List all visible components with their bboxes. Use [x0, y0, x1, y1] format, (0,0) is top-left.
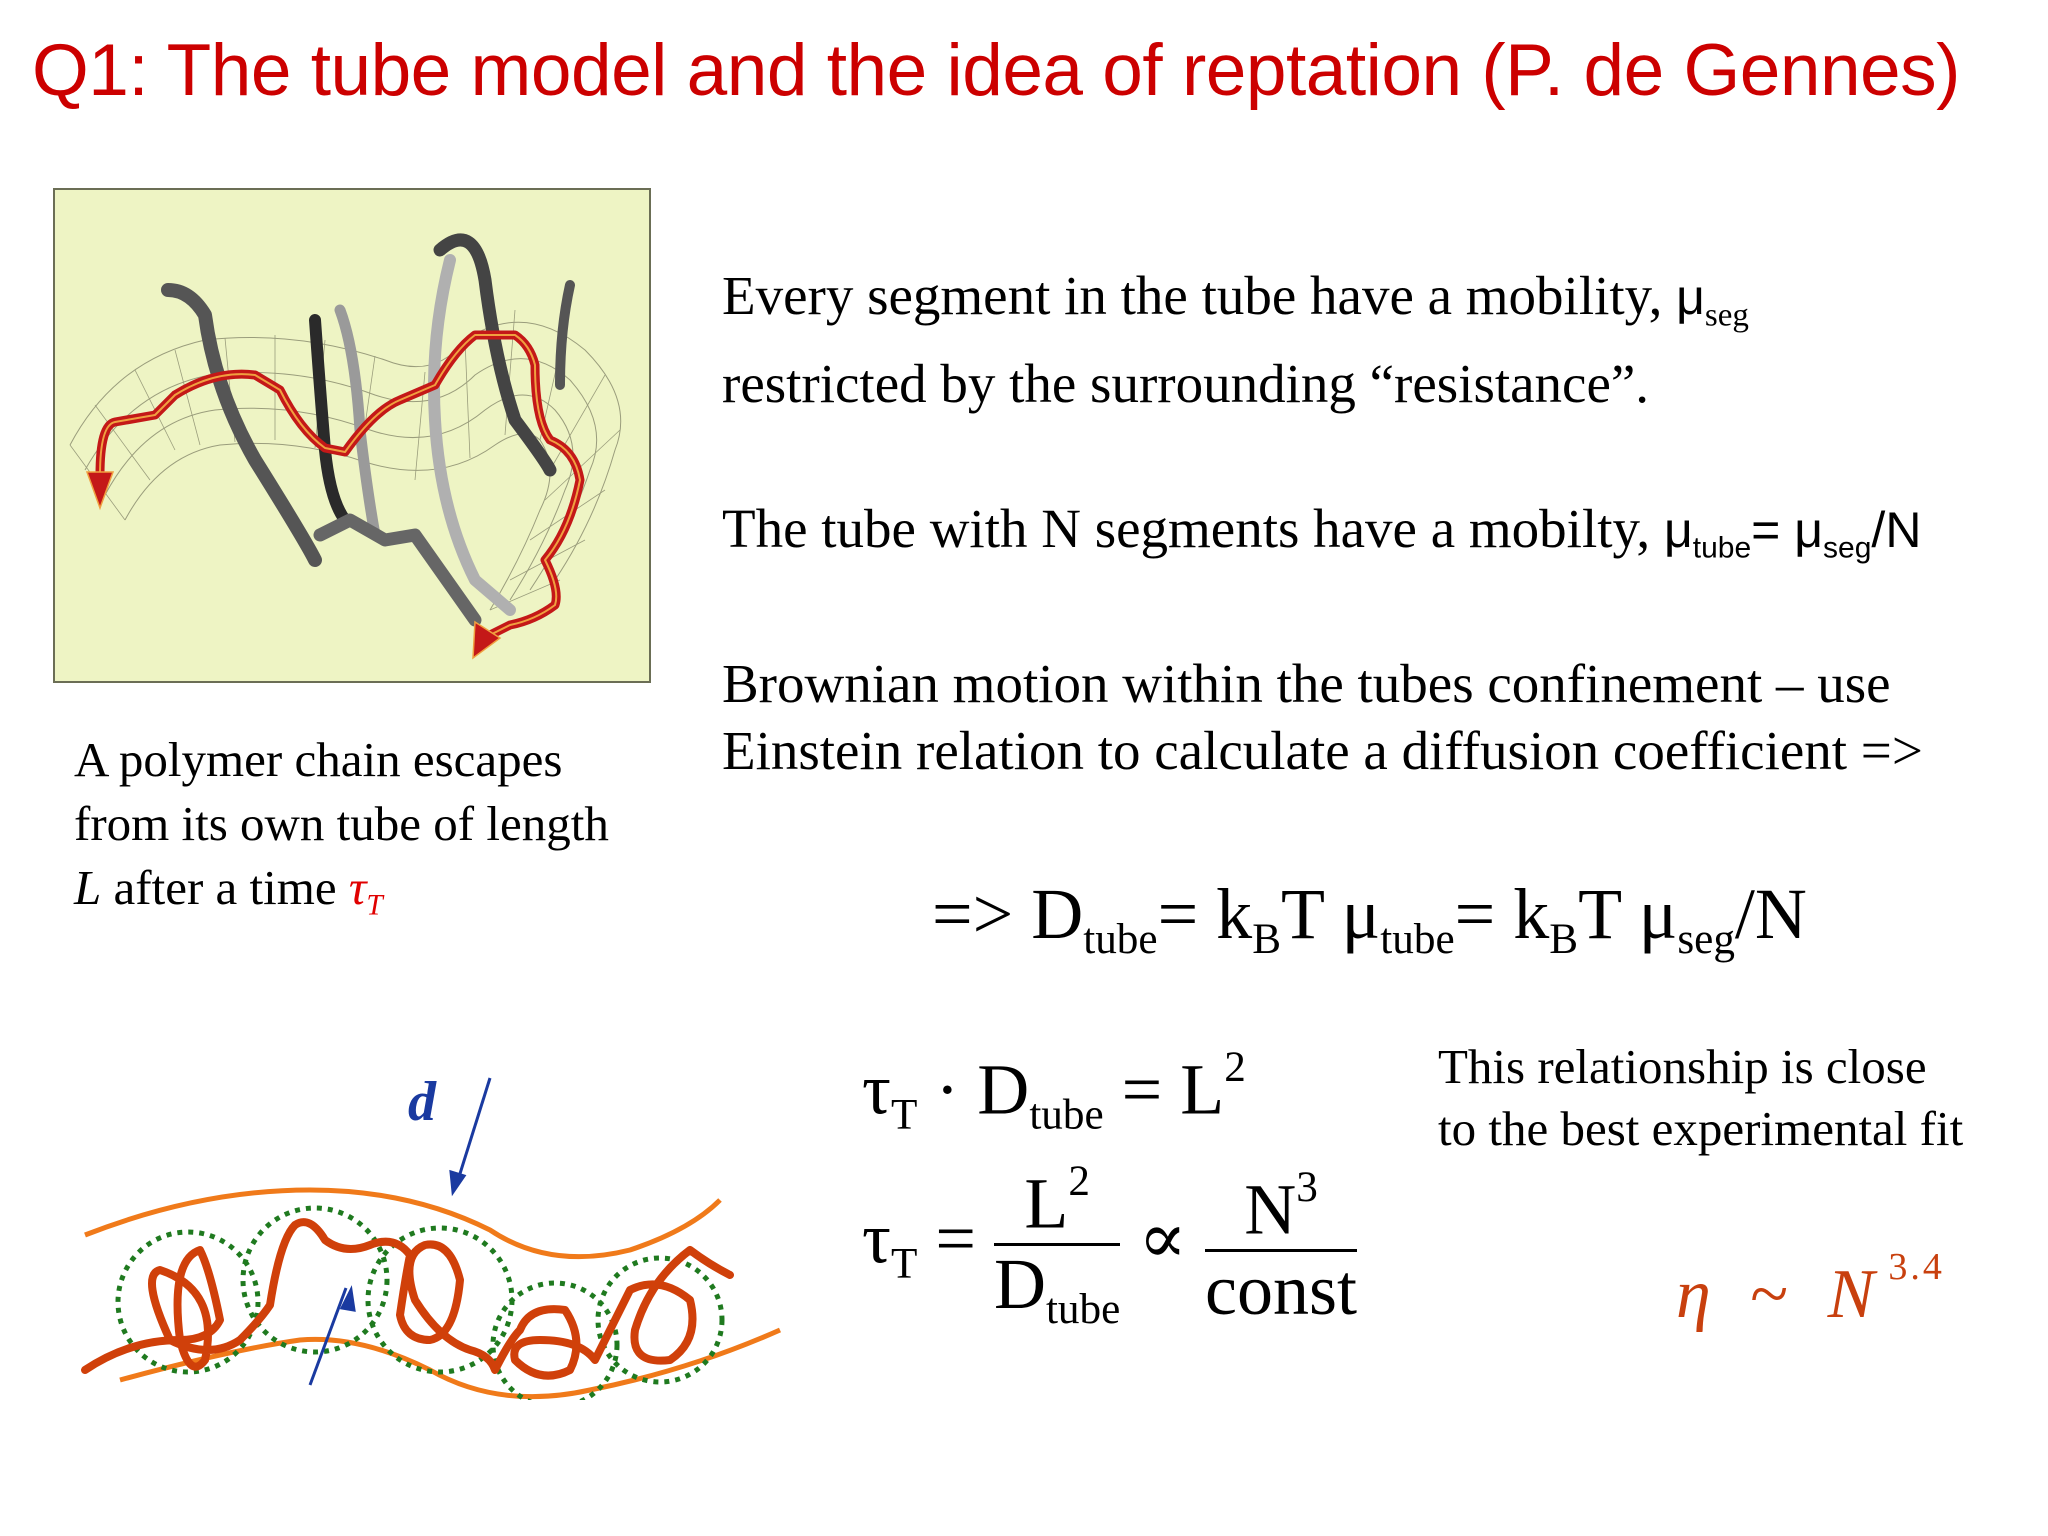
eq-sub: B — [1549, 916, 1579, 964]
eq-sup: 2 — [1068, 1158, 1090, 1205]
viscosity-scaling-law: η ~ N 3.4 — [1676, 1248, 1945, 1330]
eq-part: N — [1244, 1169, 1297, 1250]
eq-sub: tube — [1380, 916, 1455, 964]
denominator: const — [1205, 1250, 1358, 1331]
fraction-l2-dtube: L2 Dtube — [993, 1158, 1121, 1332]
tube-blob-illustration: d — [81, 1071, 782, 1410]
mu-subscript: seg — [1704, 297, 1749, 334]
eq-part: D — [993, 1244, 1046, 1325]
length-variable: L — [74, 860, 102, 915]
diameter-label: d — [408, 1071, 437, 1133]
slide-title: Q1: The tube model and the idea of repta… — [32, 30, 1960, 111]
caption-line-1: A polymer chain escapes — [74, 732, 563, 787]
eq-sub: seg — [1677, 916, 1735, 964]
relation-tau-d-l: τT · Dtube = L2 — [862, 1046, 1246, 1137]
p1-line-1: Every segment in the tube have a mobilit… — [722, 262, 1749, 350]
eq-part: L — [1024, 1163, 1069, 1244]
eq-part: · D — [917, 1049, 1030, 1130]
n-symbol: N — [1827, 1256, 1875, 1333]
divide-n: /N — [1871, 502, 1922, 558]
mu-symbol: μ — [1676, 269, 1705, 325]
arrow-head-icon — [85, 471, 115, 511]
diffusion-equation: => Dtube= kBT μtube= kBT μseg/N — [932, 878, 1807, 961]
eq-sub: tube — [1029, 1091, 1104, 1139]
eq-sub: tube — [1083, 916, 1158, 964]
tilde-symbol: ~ — [1750, 1256, 1789, 1333]
mu-subscript: tube — [1692, 531, 1752, 565]
arrow-line-top — [456, 1077, 492, 1181]
eq-sup: 2 — [1224, 1044, 1246, 1091]
denominator: Dtube — [994, 1246, 1120, 1331]
mu-symbol: μ — [1794, 502, 1824, 558]
tau: τ — [862, 1049, 891, 1130]
equals-sign: = — [1751, 502, 1795, 558]
eq-part: = — [917, 1198, 994, 1279]
mu-symbol: μ — [1663, 502, 1693, 558]
arrow-up-icon — [339, 1285, 356, 1312]
fraction-n3-const: N3 const — [1205, 1163, 1358, 1331]
p3-line-1: Brownian motion within the tubes confine… — [722, 653, 1891, 714]
eq-part: /N — [1734, 874, 1807, 954]
p1-line-2: restricted by the surrounding “resistanc… — [722, 352, 1650, 414]
eta-symbol: η — [1676, 1256, 1711, 1333]
eq-sub: T — [890, 1091, 918, 1139]
eq-part: = k — [1157, 874, 1253, 954]
paragraph-brownian-motion: Brownian motion within the tubes confine… — [722, 650, 1923, 784]
figure-caption: A polymer chain escapes from its own tub… — [74, 728, 609, 937]
note-line-2: to the best experimental fit — [1438, 1101, 1964, 1156]
tau: τ — [862, 1198, 891, 1279]
tau: τ — [348, 860, 367, 915]
p3-line-2: Einstein relation to calculate a diffusi… — [722, 720, 1923, 781]
tube-blob-diagram: d — [70, 1040, 790, 1410]
note-line-1: This relationship is close — [1438, 1039, 1927, 1094]
relation-tau-fraction: τT = L2 Dtube ∝ N3 const — [862, 1158, 1358, 1332]
eq-sub: T — [890, 1240, 918, 1288]
eq-part: = L — [1103, 1049, 1225, 1130]
arrow-down-icon — [449, 1169, 467, 1197]
paragraph-segment-mobility: Every segment in the tube have a mobilit… — [722, 262, 1749, 417]
eq-part: T μ — [1578, 874, 1678, 954]
tau-subscript: T — [366, 889, 383, 922]
caption-line-3: L after a time τT — [74, 856, 609, 937]
mu-subscript: seg — [1823, 531, 1872, 565]
caption-text: after a time — [101, 860, 349, 915]
eq-sub: B — [1252, 916, 1281, 964]
eq-part: T μ — [1281, 874, 1381, 954]
paragraph-tube-mobility: The tube with N segments have a mobilty,… — [722, 495, 1921, 582]
p1-text: Every segment in the tube have a mobilit… — [722, 265, 1677, 326]
eq-sup: 3 — [1296, 1163, 1318, 1211]
mu-tube-expression: μtube= μseg/N — [1663, 502, 1922, 565]
polymer-tube-figure — [53, 188, 651, 683]
numerator: L2 — [993, 1158, 1121, 1247]
eq-part: => D — [932, 874, 1084, 954]
numerator: N3 — [1205, 1163, 1358, 1253]
eq-part: = k — [1454, 874, 1550, 954]
arrow-head-icon — [472, 620, 502, 660]
caption-line-2: from its own tube of length — [74, 796, 609, 851]
experimental-fit-note: This relationship is close to the best e… — [1438, 1036, 1963, 1160]
polymer-tube-illustration — [69, 233, 622, 660]
proportional-symbol: ∝ — [1138, 1198, 1206, 1279]
eq-sub: tube — [1045, 1286, 1121, 1334]
p2-text: The tube with N segments have a mobilty, — [722, 498, 1664, 559]
exponent: 3.4 — [1888, 1246, 1945, 1288]
tau-symbol: τT — [348, 860, 383, 921]
